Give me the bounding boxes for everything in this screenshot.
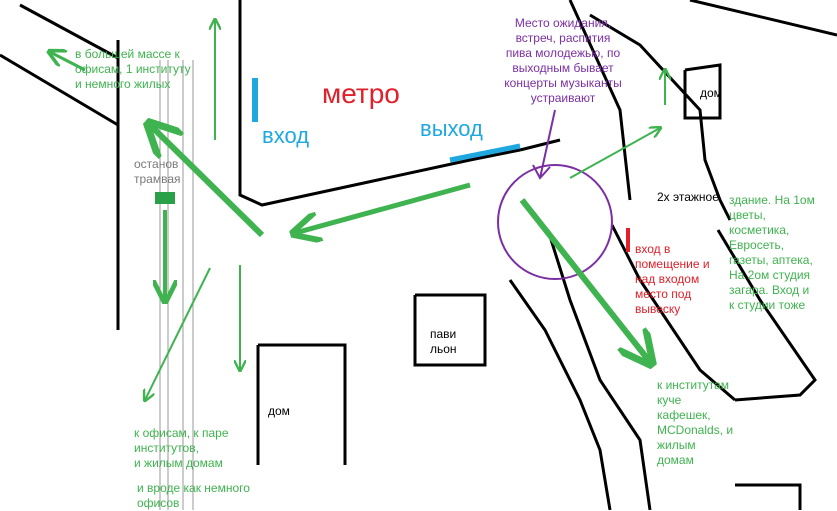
flow-top-left-note: в большей массе к офисам, 1 институту и … bbox=[75, 47, 191, 91]
exit-label: выход bbox=[420, 116, 483, 141]
flow-bottom-right-note: к институтам куче кафешек, MCDonalds, и … bbox=[657, 378, 734, 467]
entrance-description: вход в помещение и над входом место под … bbox=[635, 242, 710, 316]
waiting-pointer-arrow bbox=[539, 109, 556, 179]
flow-bottom-left-note-2: и вроде как немного офисов bbox=[137, 481, 250, 510]
house-bottom-label: дом bbox=[268, 404, 290, 418]
exit-mark bbox=[449, 143, 521, 163]
tram-stop-marker bbox=[155, 192, 175, 204]
flow-bottom-left-note: к офисам, к паре институтов, и жилым дом… bbox=[134, 426, 229, 470]
house-top-right-label: дом bbox=[700, 86, 722, 100]
two-storey-label: 2х этажное bbox=[657, 190, 719, 204]
flow-arrows bbox=[50, 20, 665, 400]
tram-stop-label: останов трамвая bbox=[134, 157, 181, 186]
entrance-label: вход bbox=[262, 123, 310, 148]
building-description: здание. На 1ом цветы, косметика, Евросет… bbox=[729, 193, 815, 312]
pavilion-label: пави льон bbox=[430, 327, 457, 356]
waiting-place-note: Место ожидания, встреч, распития пива мо… bbox=[504, 16, 622, 105]
waiting-area-circle bbox=[497, 164, 613, 280]
metro-label: метро bbox=[322, 78, 400, 109]
